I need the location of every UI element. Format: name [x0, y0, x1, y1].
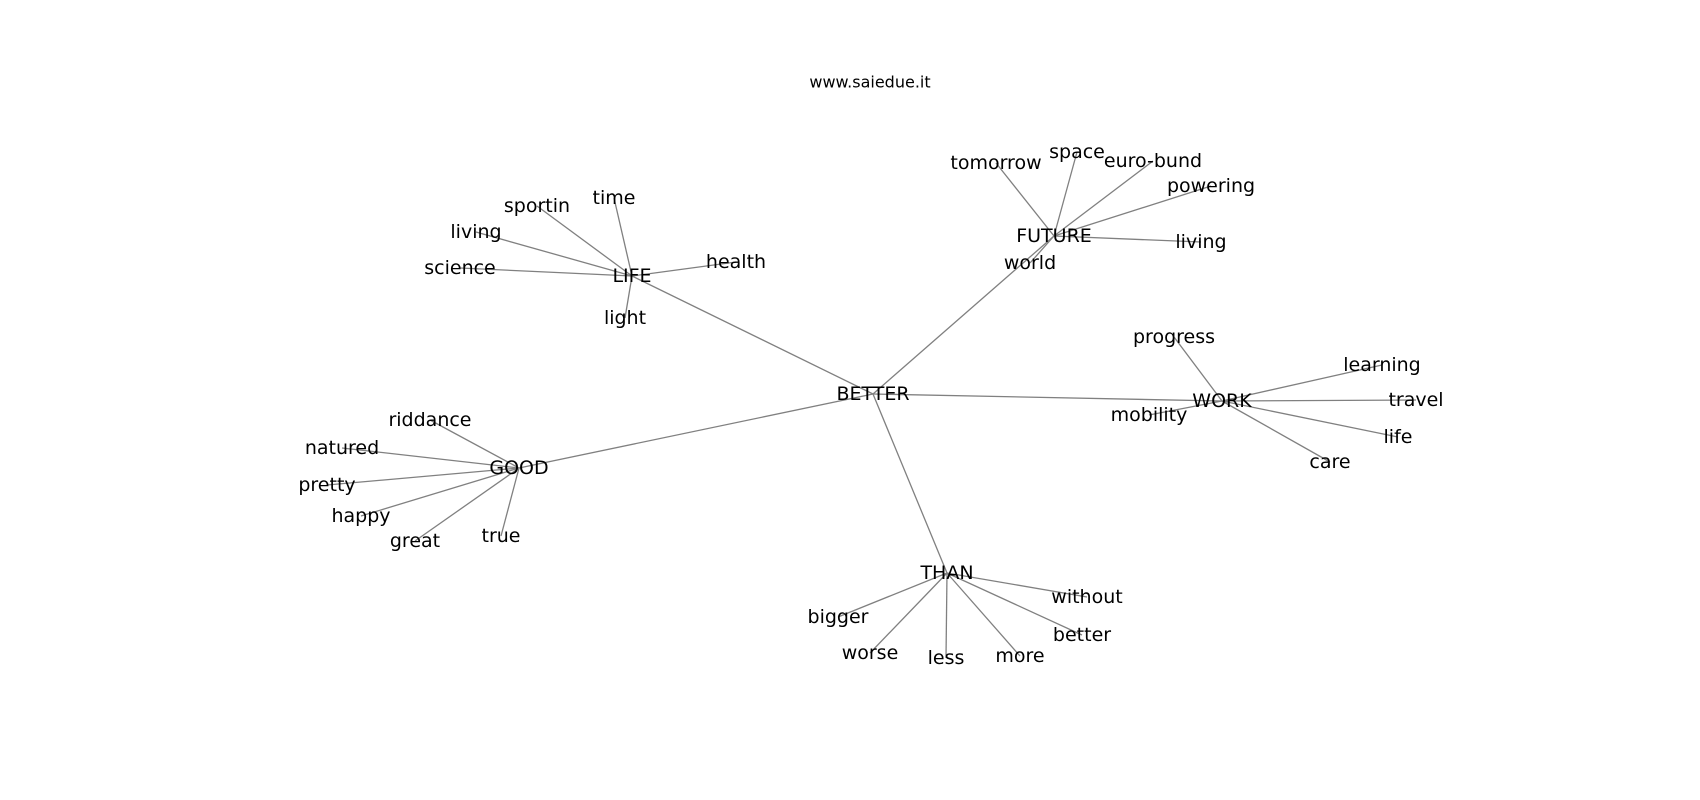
- edge-root-than: [872, 393, 948, 574]
- node-word-life-health: health: [706, 251, 766, 273]
- edge-life-time: [613, 197, 633, 277]
- node-word-future-tomorrow: tomorrow: [950, 152, 1041, 174]
- edge-than-better: [946, 572, 1083, 636]
- edge-good-happy: [360, 467, 520, 517]
- node-word-good-pretty: pretty: [298, 474, 355, 496]
- node-word-work-travel: travel: [1388, 389, 1443, 411]
- edge-work-mobility: [1148, 400, 1223, 416]
- edge-root-life: [631, 275, 874, 395]
- edge-than-without: [946, 572, 1088, 598]
- edge-good-great: [414, 467, 520, 542]
- node-word-work-learning: learning: [1343, 354, 1421, 376]
- edge-future-powering: [1053, 185, 1212, 237]
- node-word-than-more: more: [995, 645, 1044, 667]
- node-word-than-without: without: [1051, 586, 1122, 608]
- node-word-work-life: life: [1384, 426, 1413, 448]
- site-label: www.saiedue.it: [809, 73, 930, 92]
- node-word-life-science: science: [424, 257, 496, 279]
- edge-good-riddance: [429, 419, 520, 469]
- node-word-life-light: light: [604, 307, 646, 329]
- labels-layer: BETTERLIFEtimesportinlivingsciencelighth…: [298, 141, 1443, 669]
- node-hub-than: THAN: [919, 562, 973, 584]
- edge-good-pretty: [326, 467, 520, 486]
- edge-life-sportin: [536, 205, 633, 277]
- edge-future-world: [1029, 235, 1055, 264]
- node-word-life-living: living: [450, 221, 501, 243]
- edge-root-future: [872, 235, 1055, 395]
- node-word-future-world: world: [1004, 252, 1056, 274]
- edge-work-travel: [1221, 399, 1417, 402]
- node-word-life-sportin: sportin: [504, 195, 570, 217]
- node-word-than-better: better: [1053, 624, 1111, 646]
- edge-future-living: [1053, 235, 1202, 243]
- edge-good-true: [500, 467, 520, 537]
- node-word-good-great: great: [390, 530, 440, 552]
- edge-than-bigger: [837, 572, 948, 618]
- edge-root-work: [872, 393, 1223, 402]
- node-word-good-happy: happy: [331, 505, 390, 527]
- node-hub-work: WORK: [1192, 390, 1252, 412]
- node-word-future-living: living: [1175, 231, 1226, 253]
- edge-life-light: [624, 275, 633, 319]
- edge-than-more: [946, 572, 1021, 657]
- edge-work-learning: [1221, 364, 1383, 402]
- edge-life-science: [459, 267, 633, 277]
- node-word-than-worse: worse: [842, 642, 899, 664]
- edge-future-euro-bund: [1053, 160, 1154, 237]
- edge-future-space: [1053, 151, 1078, 237]
- edge-future-tomorrow: [995, 162, 1055, 237]
- node-hub-good: GOOD: [489, 457, 548, 479]
- edge-good-natured: [341, 447, 520, 469]
- node-word-life-time: time: [593, 187, 636, 209]
- node-word-work-care: care: [1309, 451, 1350, 473]
- node-hub-future: FUTURE: [1016, 225, 1092, 247]
- node-word-work-mobility: mobility: [1111, 404, 1188, 426]
- node-word-than-less: less: [928, 647, 965, 669]
- edge-than-worse: [869, 572, 948, 654]
- node-word-future-space: space: [1049, 141, 1105, 163]
- edge-root-good: [518, 393, 874, 469]
- edge-work-care: [1221, 400, 1331, 463]
- edge-work-life: [1221, 400, 1399, 438]
- node-word-than-bigger: bigger: [808, 606, 869, 628]
- edge-life-health: [631, 261, 737, 277]
- edges-layer: [326, 151, 1417, 659]
- node-root-better: BETTER: [836, 383, 909, 405]
- edge-life-living: [475, 231, 633, 277]
- node-hub-life: LIFE: [612, 265, 651, 287]
- node-word-future-powering: powering: [1167, 175, 1255, 197]
- node-word-work-progress: progress: [1133, 326, 1215, 348]
- node-word-good-true: true: [482, 525, 521, 547]
- edge-than-less: [945, 572, 948, 659]
- node-word-good-natured: natured: [305, 437, 379, 459]
- node-word-good-riddance: riddance: [388, 409, 471, 431]
- edge-work-progress: [1173, 336, 1223, 402]
- node-word-future-euro-bund: euro-bund: [1104, 150, 1202, 172]
